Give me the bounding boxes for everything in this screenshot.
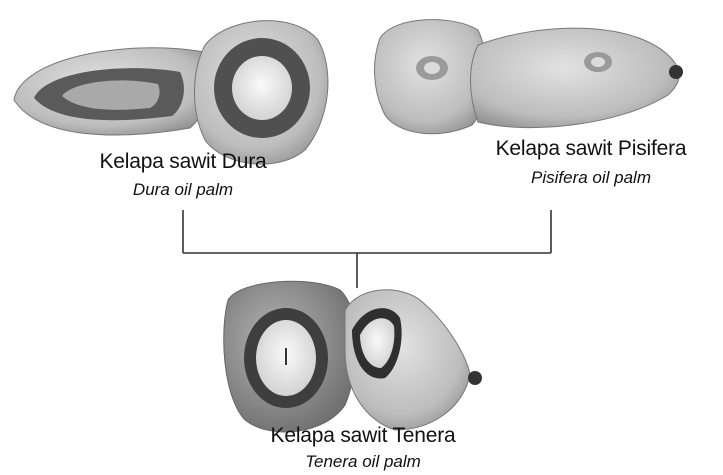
pisifera-label: Kelapa sawit Pisifera <box>462 137 720 161</box>
cross-connector <box>183 210 551 288</box>
pisifera-english-label: Pisifera oil palm <box>462 168 720 188</box>
dura-fruit-image <box>14 21 328 164</box>
tenera-english-label: Tenera oil palm <box>238 452 488 472</box>
tenera-fruit-image <box>224 281 482 432</box>
pisifera-fruit-image <box>375 20 683 134</box>
tenera-label: Kelapa sawit Tenera <box>238 424 488 448</box>
dura-label: Kelapa sawit Dura <box>58 150 308 174</box>
dura-english-label: Dura oil palm <box>58 180 308 200</box>
